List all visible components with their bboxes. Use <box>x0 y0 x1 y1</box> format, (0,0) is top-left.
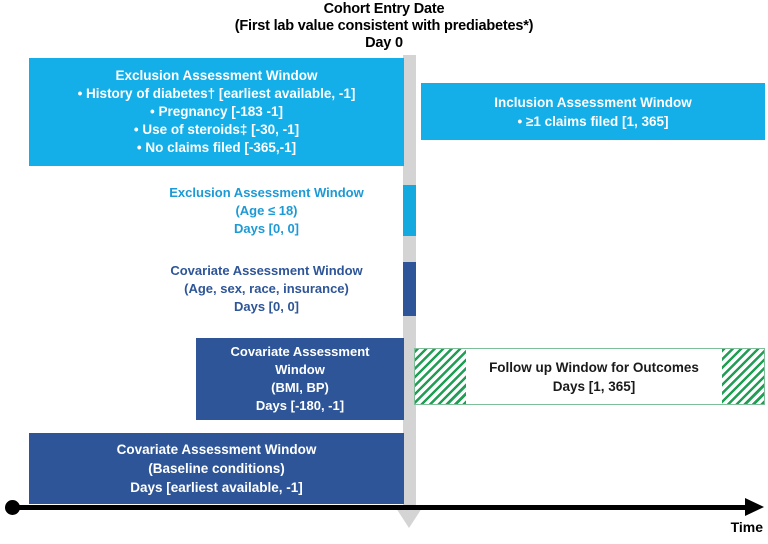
covariate-demo-title: Covariate Assessment Window <box>170 262 363 278</box>
follow-up-hatch-right <box>722 349 764 404</box>
exclusion-assessment-window-pre-index: Exclusion Assessment Window • History of… <box>29 58 404 166</box>
exclusion-pre-item-2: • Use of steroids‡ [-30, -1] <box>133 122 300 137</box>
covariate-demo-days: Days [0, 0] <box>233 298 300 314</box>
follow-up-label-group: Follow up Window for Outcomes Days [1, 3… <box>466 349 722 404</box>
inclusion-post-title: Inclusion Assessment Window <box>494 94 692 110</box>
inclusion-post-item-0: • ≥1 claims filed [1, 365] <box>517 113 669 129</box>
covariate-baseline-title: Covariate Assessment Window <box>116 442 317 457</box>
inclusion-assessment-window-post-index: Inclusion Assessment Window • ≥1 claims … <box>421 83 765 140</box>
follow-up-window-for-outcomes: Follow up Window for Outcomes Days [1, 3… <box>414 348 765 405</box>
covariate-bmi-title-line1: Covariate Assessment <box>230 344 370 359</box>
covariate-bmi-days: Days [-180, -1] <box>255 398 345 413</box>
covariate-assessment-window-demographics: Covariate Assessment Window (Age, sex, r… <box>130 261 403 316</box>
timeline-arrow-icon <box>745 498 764 516</box>
covariate-bmi-title-line2: Window <box>275 362 325 377</box>
day-zero-spine-segment-exclusion-age <box>403 185 416 236</box>
covariate-baseline-days: Days [earliest available, -1] <box>130 480 303 495</box>
follow-up-hatch-left <box>415 349 466 404</box>
exclusion-pre-title: Exclusion Assessment Window <box>115 68 318 83</box>
covariate-demo-subtitle: (Age, sex, race, insurance) <box>184 280 349 296</box>
follow-up-days: Days [1, 365] <box>552 378 636 394</box>
day-zero-label: Day 0 <box>365 35 403 51</box>
cohort-entry-date-title: Cohort Entry Date <box>323 1 445 17</box>
covariate-bmi-subtitle: (BMI, BP) <box>271 380 329 395</box>
exclusion-pre-item-1: • Pregnancy [-183 -1] <box>149 104 284 119</box>
exclusion-age-subtitle: (Age ≤ 18) <box>235 202 298 218</box>
follow-up-title: Follow up Window for Outcomes <box>489 359 699 375</box>
exclusion-age-days: Days [0, 0] <box>233 220 300 236</box>
timeline-axis-line <box>18 505 751 510</box>
exclusion-pre-item-0: • History of diabetes† [earliest availab… <box>77 86 356 101</box>
day-zero-spine-arrow-icon <box>396 508 422 528</box>
cohort-entry-date-subtitle: (First lab value consistent with prediab… <box>234 18 534 34</box>
exclusion-assessment-window-age: Exclusion Assessment Window (Age ≤ 18) D… <box>130 183 403 238</box>
exclusion-pre-item-3: • No claims filed [-365,-1] <box>136 140 297 155</box>
covariate-assessment-window-bmi-bp: Covariate Assessment Window (BMI, BP) Da… <box>196 338 404 420</box>
day-zero-spine-segment-covariate-demo <box>403 262 416 316</box>
exclusion-age-title: Exclusion Assessment Window <box>169 184 364 200</box>
covariate-baseline-subtitle: (Baseline conditions) <box>148 461 285 476</box>
timeline-start-dot-icon <box>5 500 20 515</box>
timeline-axis-label: Time <box>730 519 763 535</box>
covariate-assessment-window-baseline: Covariate Assessment Window (Baseline co… <box>29 433 404 504</box>
